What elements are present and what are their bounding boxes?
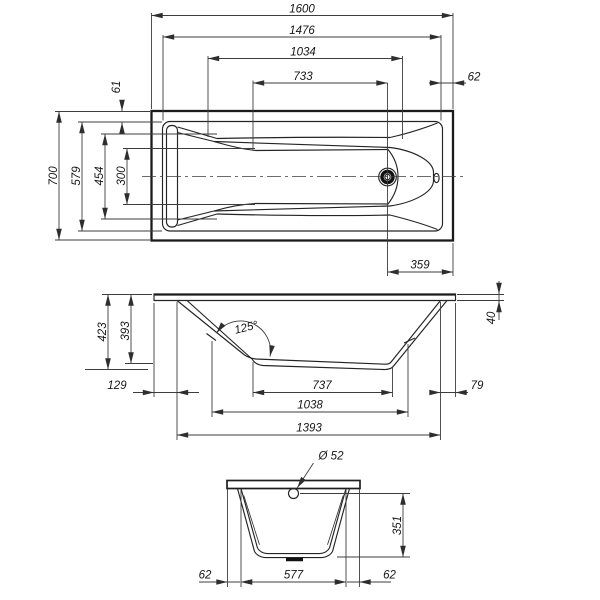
dim-label-454: 454: [94, 166, 106, 185]
top-view-dimensions: 1600 1476 1034 733: [48, 4, 481, 276]
dim-mid-length: 1038: [211, 341, 409, 417]
dim-label-61: 61: [111, 81, 123, 94]
dim-label-359: 359: [410, 260, 430, 272]
dim-label-79: 79: [471, 380, 484, 392]
dim-label-577: 577: [284, 570, 304, 582]
bottom-inner-curve: [257, 547, 330, 555]
dim-floor-length: 733: [252, 71, 388, 276]
dim-basin-width: 454: [94, 133, 217, 220]
dim-label-300: 300: [116, 166, 128, 186]
dim-label-1476: 1476: [289, 25, 315, 37]
dim-label-351: 351: [392, 516, 404, 535]
dim-label-1600: 1600: [289, 4, 315, 16]
rim-slab: [226, 479, 361, 490]
side-view-geometry: 125°: [153, 293, 457, 371]
top-view-geometry: [142, 109, 465, 242]
dim-rim-inset: 61: [111, 81, 125, 134]
dim-label-diameter-52: Ø 52: [318, 451, 345, 463]
dim-label-700: 700: [48, 166, 60, 186]
dim-label-1038: 1038: [297, 400, 323, 412]
dim-label-62-left: 62: [199, 570, 212, 582]
dim-label-62-right: 62: [383, 570, 396, 582]
dim-rear-offset: 79: [429, 303, 484, 397]
dim-label-579: 579: [71, 166, 83, 186]
dim-front-offset: 129: [107, 302, 199, 440]
dim-label-129: 129: [107, 380, 127, 392]
dim-drain-offset: 359: [387, 243, 454, 276]
dim-rim-length: 1476: [162, 25, 442, 121]
dim-floor-width: 300: [116, 148, 255, 205]
dim-label-40: 40: [486, 311, 498, 324]
dim-inner-depth: 351: [300, 493, 410, 558]
side-view-dimensions: 423 393 129 737: [85, 281, 504, 440]
dim-overall-length: 1600: [151, 4, 454, 109]
dim-label-62-top: 62: [468, 72, 481, 84]
end-view-geometry: Ø 52: [226, 451, 361, 562]
end-view: Ø 52 351 62: [199, 451, 410, 587]
drain-hole-icon: [287, 487, 300, 500]
top-view: 1600 1476 1034 733: [48, 4, 481, 276]
drain-leader: [296, 462, 314, 489]
dim-overall-width: 700: [48, 111, 150, 241]
tub-outer-rect: [150, 109, 455, 242]
shell-inner-profile: [244, 300, 441, 365]
angle-arc: [216, 320, 275, 357]
dim-overall-height: 423: [85, 294, 152, 370]
dim-end-inset: 62: [429, 72, 481, 86]
side-view: 125° 423 393 129: [85, 281, 504, 440]
bottom-outer-curve: [253, 551, 334, 559]
dim-label-1393: 1393: [296, 423, 322, 435]
dim-label-393: 393: [120, 321, 132, 341]
dim-basin-length: 1034: [207, 47, 403, 139]
dim-label-737: 737: [312, 380, 332, 392]
dim-rim-height: 40: [457, 281, 504, 324]
dim-label-1034: 1034: [290, 47, 316, 59]
overflow-icon: [433, 172, 440, 184]
dim-bottom-widths: 62 577 62: [199, 489, 396, 587]
dim-label-733: 733: [293, 71, 313, 83]
shell-outer-profile: [251, 300, 448, 371]
dim-floor-length-side: 737: [252, 362, 393, 397]
end-view-dimensions: 351 62 577 62: [199, 489, 410, 587]
dim-label-423: 423: [97, 322, 109, 342]
dim-label-125deg: 125°: [233, 319, 259, 336]
dim-base-length: 1393: [177, 302, 441, 440]
dim-shell-height: 393: [120, 294, 153, 364]
dim-rim-width: 579: [71, 121, 162, 232]
